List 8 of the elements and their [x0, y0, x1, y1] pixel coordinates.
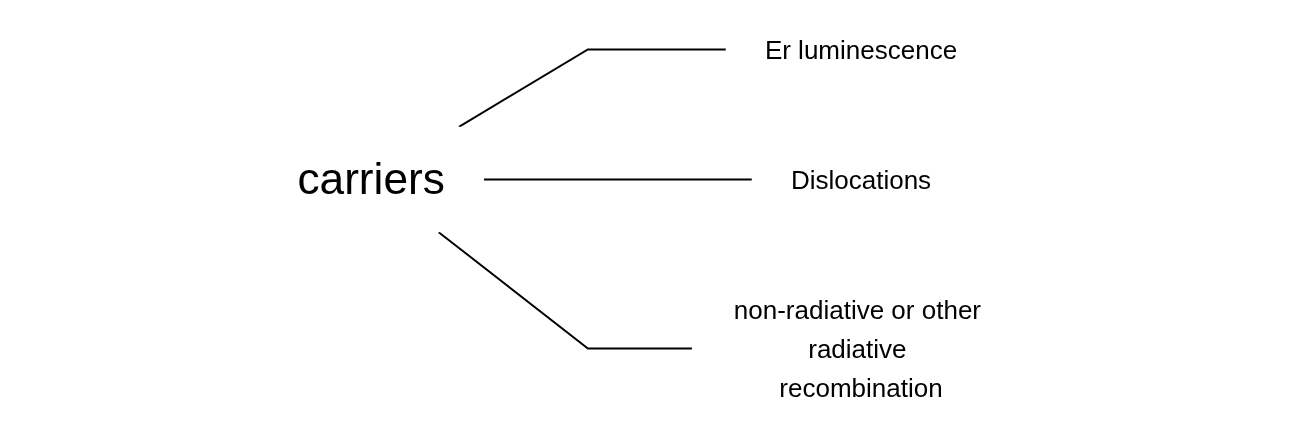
connector: [437, 231, 694, 350]
node-text: Er luminescence: [765, 35, 958, 64]
node-text: carriers: [297, 154, 446, 204]
node-text: non-radiative or other radiative recombination: [734, 295, 982, 402]
tree-diagram: carriers Er luminescence Dislocations non-radiative or other radiative recombination: [248, 0, 1041, 437]
connector: [483, 178, 754, 181]
node-text: Dislocations: [791, 165, 932, 194]
connector: [458, 48, 728, 128]
